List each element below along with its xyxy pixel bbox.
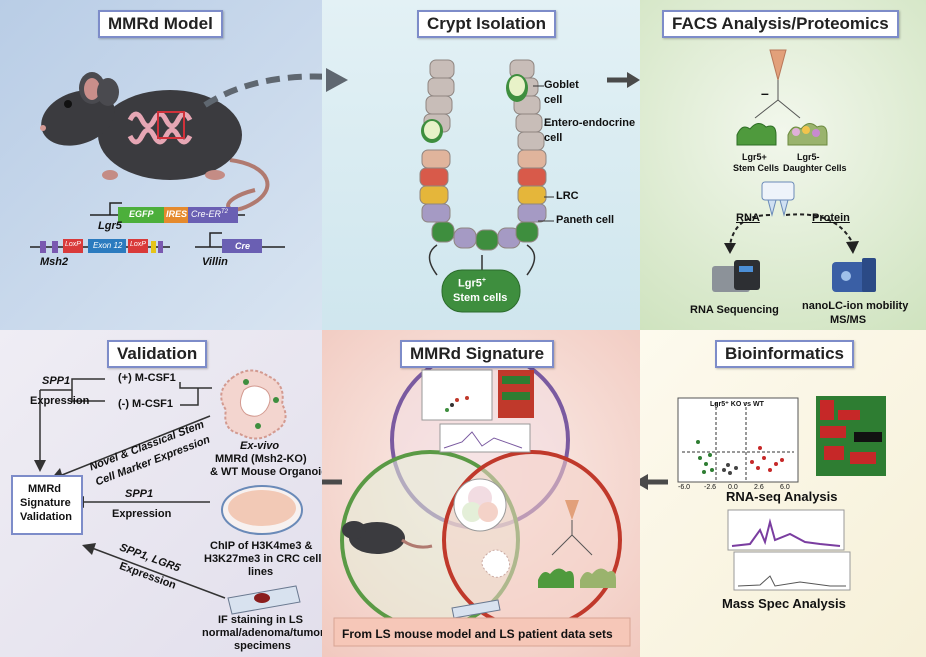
mcsf-pos-label: (+) M-CSF1 bbox=[118, 372, 176, 384]
signature-footer: From LS mouse model and LS patient data … bbox=[342, 627, 613, 641]
massspec-analysis-label: Mass Spec Analysis bbox=[722, 596, 846, 611]
dashed-arrow-icon bbox=[203, 73, 322, 108]
arrow-head-icon bbox=[326, 68, 348, 92]
protein-label: Protein bbox=[812, 212, 850, 224]
chip-label-2: H3K27me3 in CRC cell bbox=[204, 553, 322, 565]
validation-panel: Validation bbox=[0, 330, 322, 657]
crypt-illustration bbox=[419, 59, 640, 313]
mmrd-model-panel: MMRd Model bbox=[0, 0, 322, 330]
minus-label: – bbox=[761, 85, 769, 101]
volcano-xtick-1: -6.0 bbox=[678, 484, 691, 491]
if-label-2: normal/adenoma/tumor bbox=[202, 627, 322, 639]
loxp-label-1: LoxP bbox=[65, 241, 81, 248]
spp1-expr-label-2: Expression bbox=[112, 508, 172, 520]
msh2-label: Msh2 bbox=[40, 256, 69, 268]
lgr5-label: Lgr5 bbox=[98, 220, 122, 232]
cre-label: Cre bbox=[235, 241, 251, 251]
lgr5-construct bbox=[30, 202, 285, 253]
spp1-expr-label-1: SPP1 bbox=[125, 488, 154, 500]
goblet-label-1: Goblet bbox=[544, 79, 579, 91]
rnaseq-label: RNA Sequencing bbox=[690, 304, 779, 316]
volcano-xtick-2: -2.6 bbox=[704, 484, 717, 491]
paneth-label: Paneth cell bbox=[556, 214, 615, 226]
expression-label: Expression bbox=[30, 395, 90, 407]
egfp-label: EGFP bbox=[129, 209, 154, 219]
panel-title: MMRd Model bbox=[98, 10, 223, 38]
lrc-label: LRC bbox=[556, 190, 579, 202]
volcano-xtick-3: 0.0 bbox=[728, 484, 738, 491]
validation-box-line-1: MMRd bbox=[28, 483, 61, 495]
enteroendocrine-label-2: cell bbox=[544, 132, 563, 144]
cre-er-label: Cre-ERT2 bbox=[191, 209, 229, 219]
if-label-1: IF staining in LS bbox=[218, 614, 303, 626]
chip-label-1: ChIP of H3K4me3 & bbox=[210, 540, 313, 552]
lgr5neg-label-1: Lgr5- bbox=[797, 152, 820, 162]
panel-title: Validation bbox=[107, 340, 208, 368]
bioinformatics-panel: Bioinformatics bbox=[640, 330, 926, 657]
lgr5neg-label-2: Daughter Cells bbox=[783, 163, 847, 173]
ires-label: IRES bbox=[166, 209, 188, 219]
mcsf-neg-label: (-) M-CSF1 bbox=[118, 398, 173, 410]
enteroendocrine-label-1: Entero-endocrine bbox=[544, 117, 636, 129]
facs-panel: FACS Analysis/Proteomics bbox=[640, 0, 926, 330]
stem-cells-label-2: Stem cells bbox=[453, 292, 508, 304]
rna-label: RNA bbox=[736, 212, 760, 224]
exvivo-label-2: MMRd (Msh2-KO) bbox=[215, 453, 307, 465]
signature-panel: MMRd Signature From LS mouse model and L… bbox=[322, 330, 640, 657]
goblet-label-2: cell bbox=[544, 94, 563, 106]
exon12-label: Exon 12 bbox=[93, 241, 123, 250]
lgr5pos-label-2: Stem Cells bbox=[733, 163, 780, 173]
venn-diagram bbox=[322, 350, 631, 647]
panel-title: MMRd Signature bbox=[400, 340, 555, 368]
validation-illustration bbox=[11, 369, 303, 615]
panel-title: Bioinformatics bbox=[715, 340, 855, 368]
villin-label: Villin bbox=[202, 256, 228, 268]
validation-box-line-2: Signature bbox=[20, 497, 71, 509]
exvivo-label-3: & WT Mouse Organoids bbox=[210, 466, 322, 478]
rnaseq-analysis-label: RNA-seq Analysis bbox=[726, 489, 838, 504]
validation-box-line-3: Validation bbox=[20, 511, 72, 523]
chip-label-3: lines bbox=[248, 566, 274, 578]
facs-illustration bbox=[712, 49, 876, 292]
mouse-illustration bbox=[40, 72, 270, 212]
loxp-label-2: LoxP bbox=[130, 241, 146, 248]
panel-title: Crypt Isolation bbox=[417, 10, 557, 38]
nanolc-label-2: MS/MS bbox=[830, 314, 867, 326]
crypt-isolation-panel: Crypt Isolation bbox=[322, 0, 640, 330]
stem-cells-label-1: Lgr5+ bbox=[458, 277, 486, 290]
bioinformatics-illustration bbox=[640, 396, 886, 591]
panel-title: FACS Analysis/Proteomics bbox=[662, 10, 899, 38]
if-label-3: specimens bbox=[234, 640, 291, 652]
lgr5pos-label-1: Lgr5+ bbox=[742, 152, 767, 162]
spp1-label: SPP1 bbox=[42, 375, 71, 387]
exvivo-label-1: Ex-vivo bbox=[240, 440, 280, 452]
volcano-xtick-5: 6.0 bbox=[780, 484, 790, 491]
volcano-title: Lgr5⁺ KO vs WT bbox=[710, 401, 764, 408]
nanolc-label-1: nanoLC-ion mobility bbox=[802, 300, 909, 312]
volcano-xtick-4: 2.6 bbox=[754, 484, 764, 491]
